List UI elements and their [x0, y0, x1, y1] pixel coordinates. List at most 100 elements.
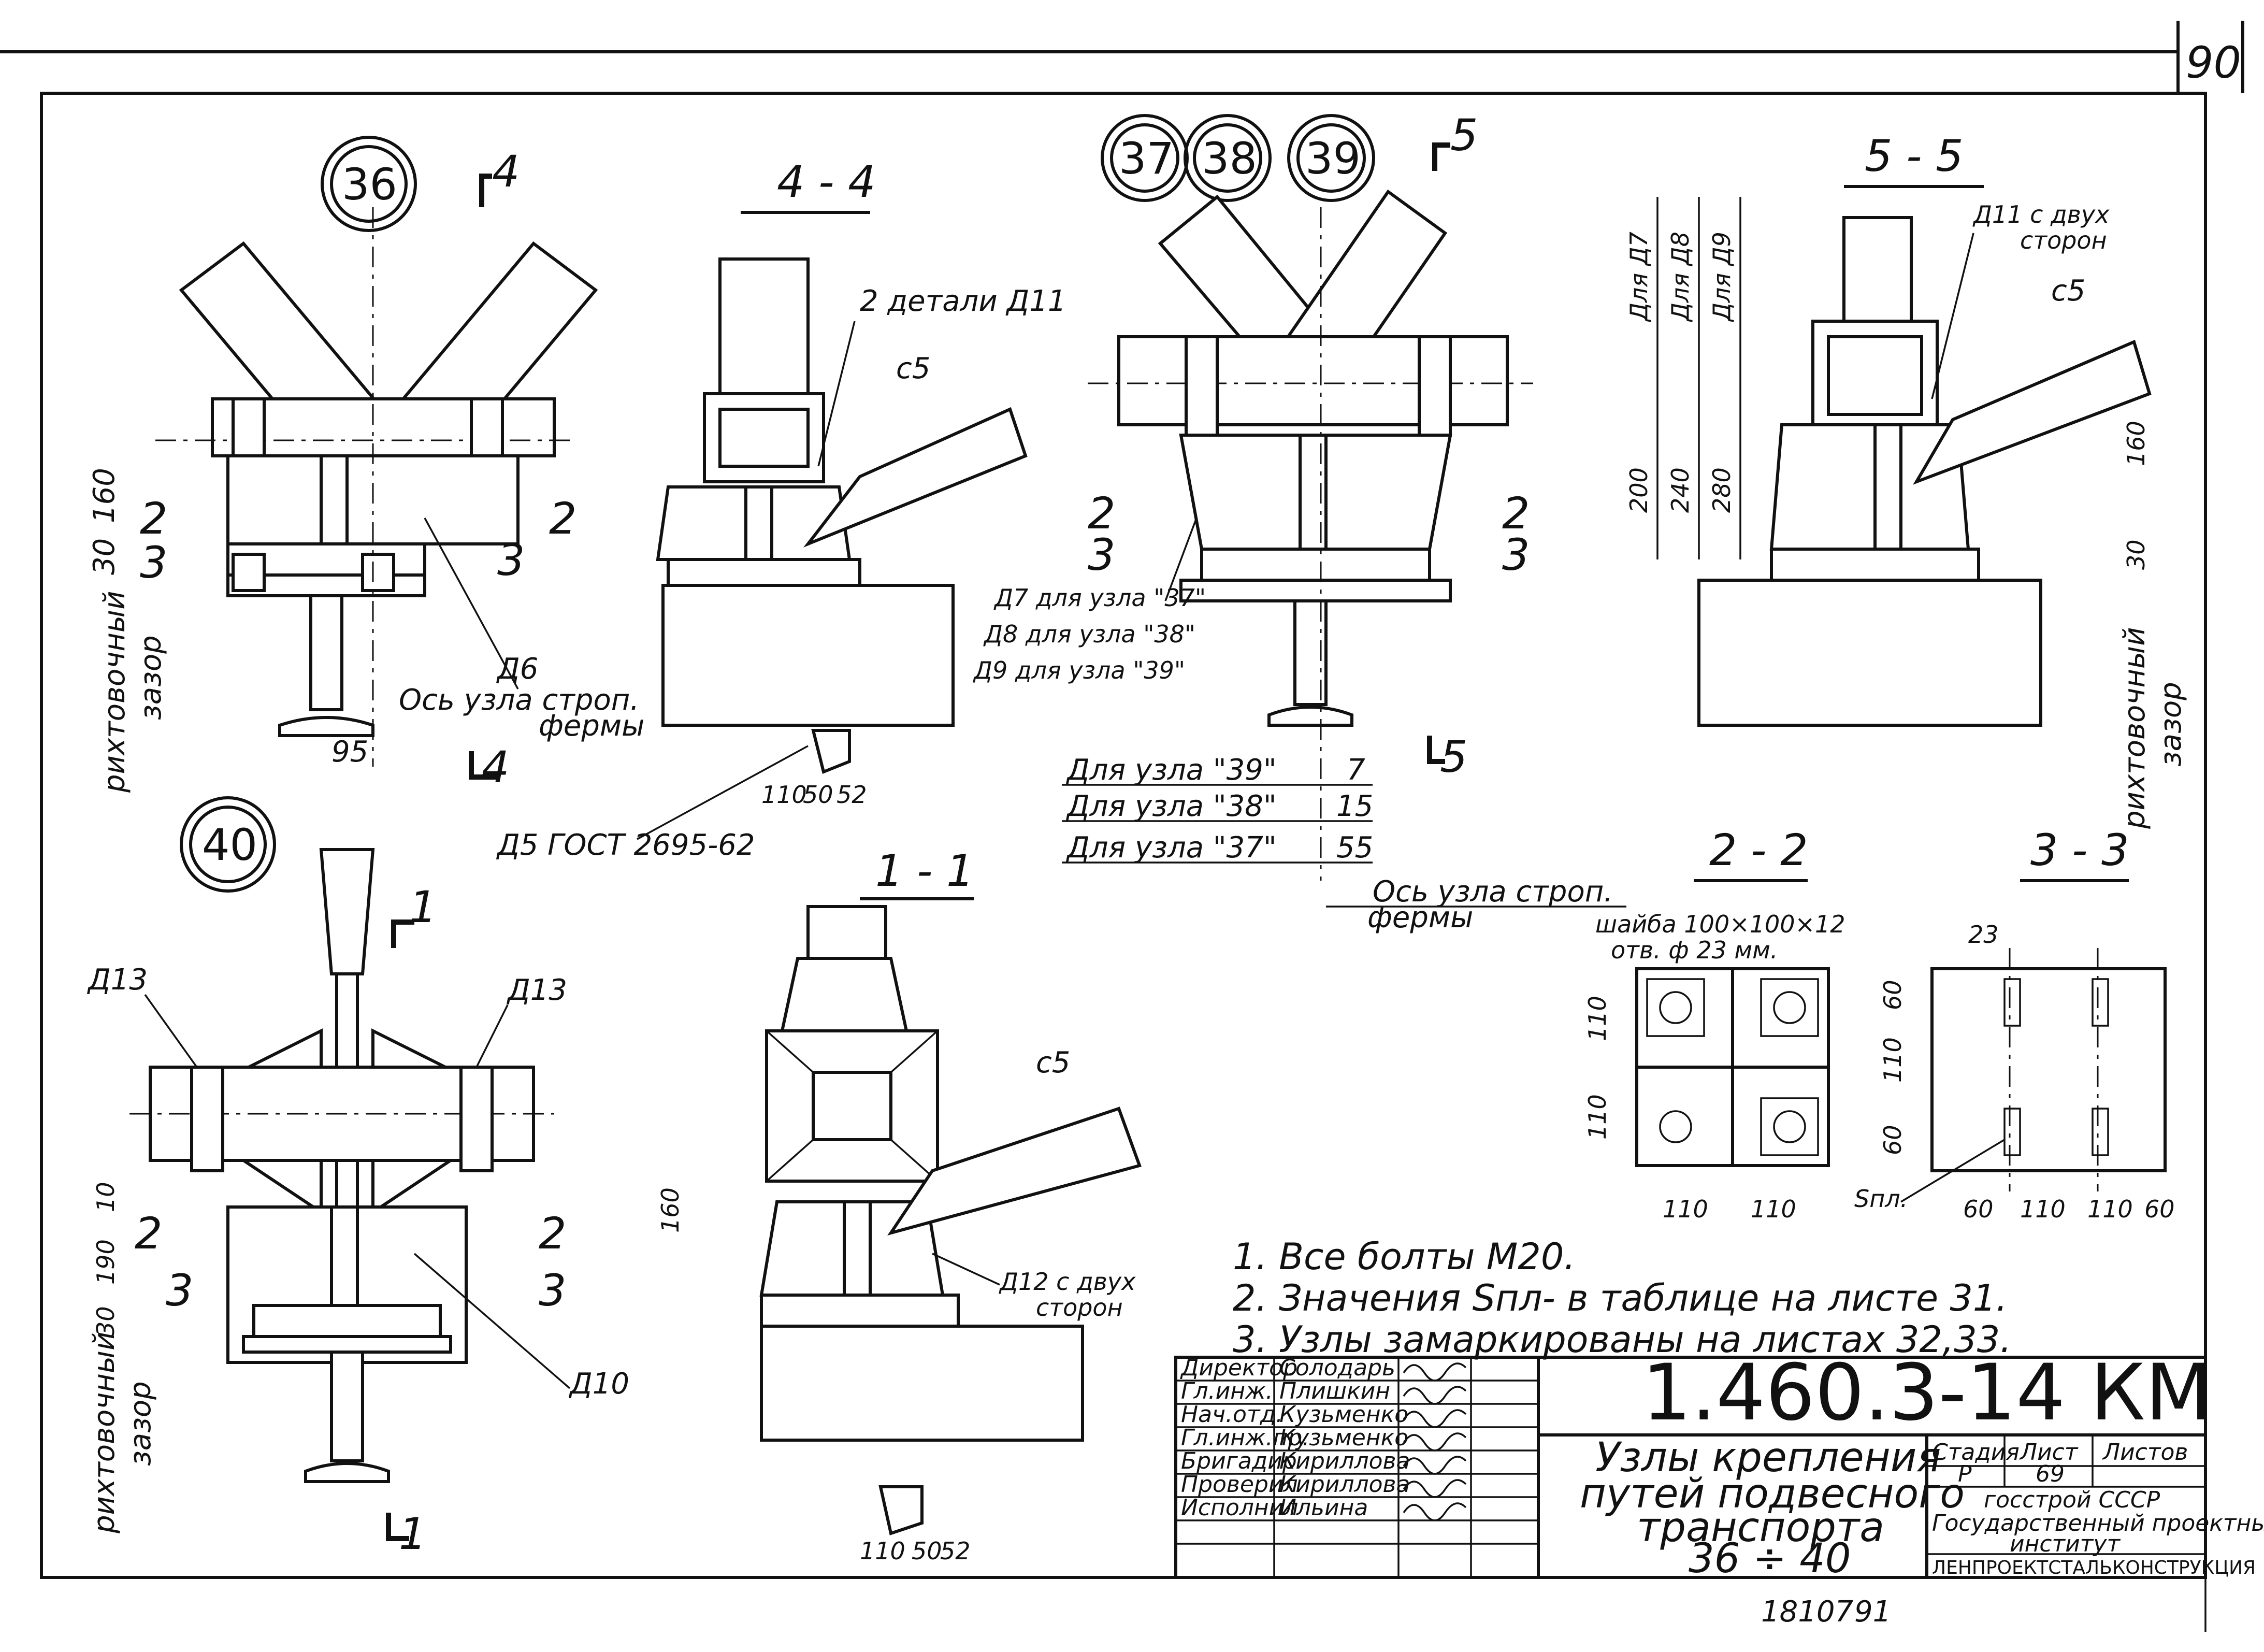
- dim-160-n36: 160: [88, 468, 121, 523]
- sig-role-0: Директор: [1180, 1355, 1297, 1381]
- sig-name-3: Кузьменко: [1279, 1425, 1408, 1451]
- node-marker-39: 39: [1305, 133, 1361, 184]
- stage-value: Р: [1958, 1461, 1972, 1487]
- dim-160-s11: 160: [656, 1187, 684, 1233]
- section-title-3-3: 3 - 3: [2030, 825, 2129, 875]
- sig-role-3: Гл.инж.пр.: [1181, 1425, 1309, 1451]
- dim-60-s33-h2: 60: [2144, 1195, 2175, 1223]
- dim-30-n36: 30: [88, 538, 121, 575]
- dim-110-s22-h1: 110: [1663, 1195, 1708, 1223]
- section-4-4-view: 4 - 4 2 детали Д11 с5 Д5 ГОСТ 2695-62 11…: [496, 156, 1066, 862]
- nodes-37-39-view: 37 38 39 5: [1088, 110, 1533, 881]
- dim-52-s11: 52: [940, 1537, 971, 1565]
- sheet-value: 69: [2036, 1461, 2065, 1487]
- dim-50-s44: 50: [803, 781, 833, 809]
- cut-mark-3-n40-left: 3: [166, 1265, 193, 1316]
- dim-60-s33-v1: 60: [1879, 980, 1907, 1010]
- axis-label-n37: Ось узла строп.: [1373, 875, 1613, 909]
- sig-role-4: Бригадир: [1181, 1448, 1297, 1474]
- dim-110-s33-v: 110: [1879, 1037, 1907, 1083]
- cut-mark-2-n36-right: 2: [549, 493, 576, 544]
- label-d6: Д6: [496, 652, 538, 686]
- dim-110-s22-h2: 110: [1751, 1195, 1796, 1223]
- label-c5-s44: с5: [896, 352, 930, 385]
- cut-mark-2-n37-right: 2: [1502, 488, 1530, 539]
- notes-block: 1. Все болты М20. 2. Значения Sпл- в таб…: [1233, 1236, 2012, 1361]
- org-line-3: институт: [2010, 1531, 2121, 1557]
- sig-name-4: Кириллова: [1279, 1448, 1410, 1474]
- dim-50-s11: 50: [912, 1537, 942, 1565]
- node-36-view: 36: [155, 136, 598, 767]
- label-d5-gost: Д5 ГОСТ 2695-62: [496, 828, 755, 862]
- dim-95: 95: [331, 735, 368, 769]
- node-marker-38: 38: [1202, 133, 1257, 184]
- drawing-code: 1.460.3-14 КМ: [1642, 1348, 2212, 1438]
- note-1: 1. Все болты М20.: [1233, 1236, 1576, 1278]
- title-line-3: транспорта: [1637, 1504, 1884, 1551]
- sig-name-6: Ильина: [1279, 1495, 1368, 1521]
- dim-30-n40: 30: [92, 1306, 120, 1337]
- label-d11-two-2: сторон: [2020, 226, 2107, 254]
- cut-mark-2-n40-left: 2: [135, 1208, 162, 1259]
- cut-mark-5-top: 5: [1450, 110, 1478, 161]
- cut-mark-2-n36-left: 2: [140, 493, 167, 544]
- dim-110-s33-h2: 110: [2087, 1195, 2133, 1223]
- cut-mark-5-bottom: 5: [1440, 731, 1467, 782]
- node-40-view: 40: [129, 796, 554, 1483]
- dim-190: 190: [92, 1239, 120, 1285]
- dim-7: 7: [1347, 753, 1365, 787]
- label-d9: Д9 для узла "39": [973, 656, 1185, 684]
- dim-110-s33-h: 110: [2020, 1195, 2066, 1223]
- s-pl-label: Sпл.: [1854, 1185, 1908, 1213]
- axis-label-n36: Ось узла строп.: [399, 683, 639, 717]
- dim-60-s33-h1: 60: [1963, 1195, 1994, 1223]
- gap-label-n40-2: зазор: [124, 1381, 157, 1466]
- node-marker-37: 37: [1119, 133, 1174, 184]
- gap-label-s55: рихтовочный: [2118, 627, 2152, 829]
- cut-mark-1-bottom: 1: [399, 1509, 426, 1559]
- bottom-stamp: 18107: [1761, 1595, 1854, 1629]
- dim-200: 200: [1625, 467, 1653, 513]
- cut-mark-4-bottom: 4: [482, 742, 509, 793]
- note-3: 3. Узлы замаркированы на листах 32,33.: [1233, 1318, 2012, 1361]
- for-d7: Для Д7: [1625, 232, 1653, 322]
- label-d12-two: Д12 с двух: [999, 1268, 1136, 1296]
- node39-dim-label: Для узла "39": [1065, 753, 1277, 787]
- sig-name-2: Кузьменко: [1279, 1401, 1408, 1428]
- dim-10: 10: [92, 1182, 120, 1212]
- label-d7: Д7 для узла "37": [993, 584, 1206, 612]
- gap-label-n36: рихтовочный: [98, 591, 132, 793]
- cut-mark-3-n40-right: 3: [539, 1265, 566, 1316]
- label-c5-s55: с5: [2051, 274, 2085, 308]
- for-d9: Для Д9: [1708, 232, 1736, 322]
- sig-role-2: Нач.отд.: [1181, 1401, 1283, 1428]
- dim-110-s22-v2: 110: [1583, 1094, 1611, 1140]
- title-block: Директор Солодарь Гл.инж. Плишкин Нач.от…: [1174, 1348, 2264, 1582]
- label-d11-two: Д11 с двух: [1972, 200, 2110, 228]
- bottom-sheet: 91: [1854, 1595, 1891, 1629]
- sig-role-5: Проверил: [1181, 1471, 1298, 1498]
- label-d12-two-2: сторон: [1036, 1294, 1123, 1321]
- dim-60-s33-v2: 60: [1879, 1125, 1907, 1155]
- section-title-4-4: 4 - 4: [777, 156, 876, 207]
- section-title-1-1: 1 - 1: [875, 845, 974, 896]
- dim-110-s11: 110: [860, 1537, 905, 1565]
- dim-23: 23: [1968, 921, 1999, 949]
- cut-mark-3-n37-right: 3: [1502, 529, 1530, 580]
- cut-mark-3-n36-left: 3: [140, 537, 167, 588]
- sig-name-0: Солодарь: [1279, 1355, 1395, 1381]
- axis-label-n36-2: фермы: [539, 709, 644, 743]
- sig-name-5: Кириллова: [1279, 1471, 1410, 1498]
- title-line-1: Узлы крепления: [1595, 1434, 1941, 1481]
- node-marker-36: 36: [342, 159, 397, 210]
- cut-mark-2-n37-left: 2: [1088, 488, 1115, 539]
- org-line-4: ЛЕНПРОЕКТСТАЛЬКОНСТРУКЦИЯ: [1932, 1557, 2256, 1578]
- page-number: 90: [2186, 37, 2241, 88]
- cut-mark-3-n36-right: 3: [497, 535, 525, 585]
- section-1-1-view: 1 - 1 с5 Д12 с двух сторон 160 110 50 52: [656, 845, 1142, 1565]
- label-c5-s11: с5: [1036, 1046, 1070, 1080]
- dim-15: 15: [1336, 789, 1373, 823]
- cut-mark-3-n37-left: 3: [1088, 529, 1115, 580]
- for-d8: Для Д8: [1666, 232, 1694, 322]
- sig-role-6: Исполнил: [1181, 1495, 1298, 1521]
